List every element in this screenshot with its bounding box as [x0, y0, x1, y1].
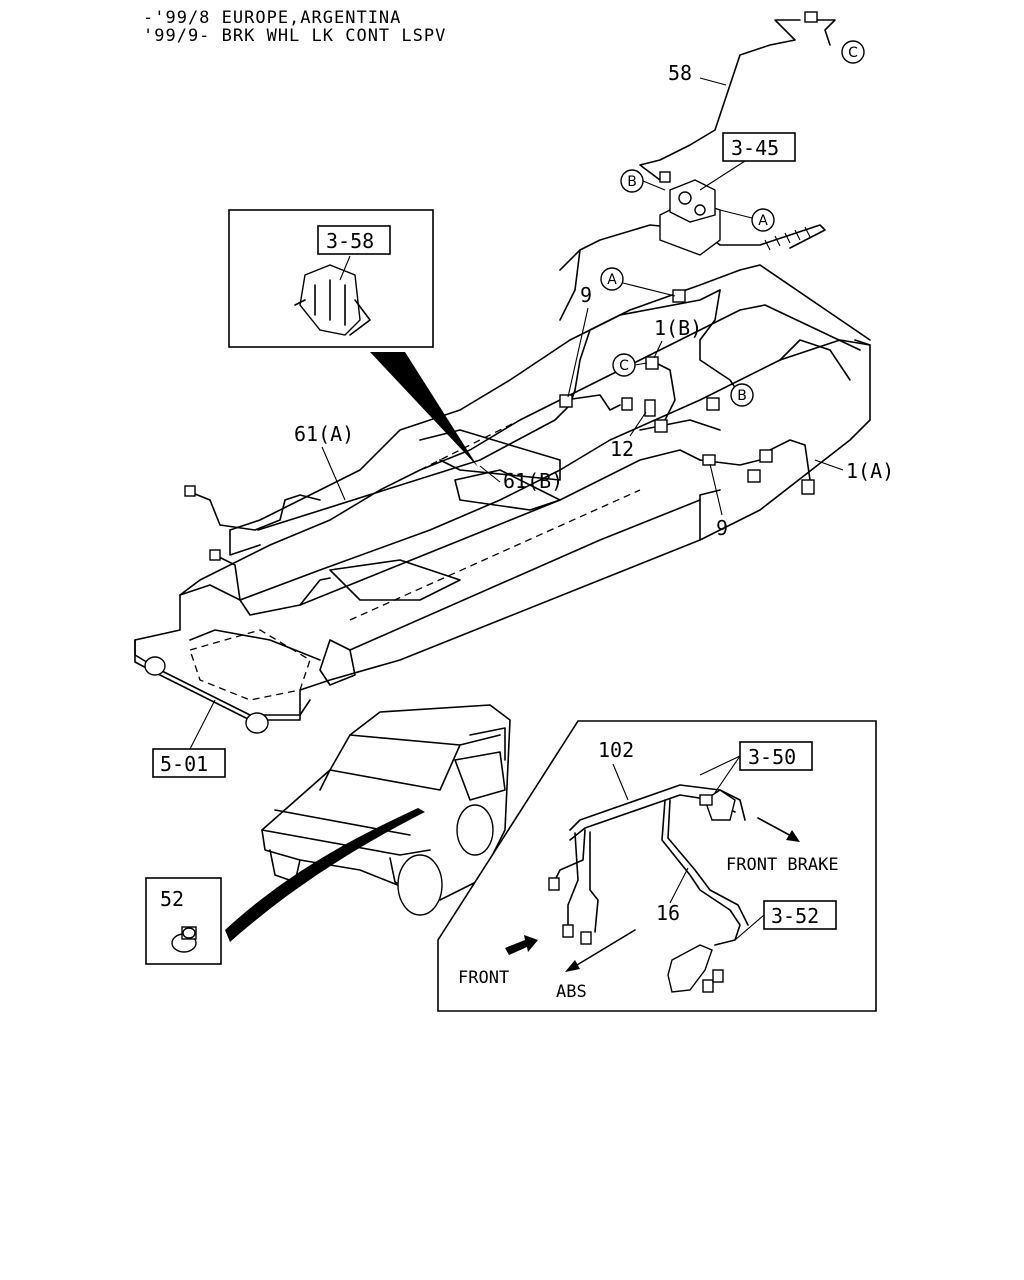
label-1a: 1(A) — [846, 459, 894, 483]
label-52: 52 — [160, 887, 184, 911]
label-1b: 1(B) — [654, 316, 702, 340]
abs-fittings — [548, 794, 724, 993]
inset-pointer — [370, 352, 478, 467]
front-brake-label: FRONT BRAKE — [726, 855, 839, 875]
label-12: 12 — [610, 437, 634, 461]
header-line-1: -'99/8 EUROPE,ARGENTINA — [143, 8, 401, 28]
label-61b: 61(B) — [503, 469, 563, 493]
fittings — [184, 11, 818, 561]
label-16: 16 — [656, 901, 680, 925]
circle-a-mid — [600, 267, 624, 291]
ref-box-5-01 — [152, 748, 226, 778]
label-3-52: 3-52 — [771, 904, 819, 928]
label-58: 58 — [668, 61, 692, 85]
label-3-45: 3-45 — [731, 136, 779, 160]
circle-b-mid — [730, 383, 754, 407]
circle-b-top-label: B — [627, 174, 637, 190]
circle-a-mid-label: A — [607, 272, 617, 288]
vehicle-pointer — [225, 808, 425, 942]
abs-label: ABS — [556, 982, 587, 1002]
label-102: 102 — [598, 738, 634, 762]
ref-box-3-45 — [722, 132, 796, 162]
abs-arrow — [565, 929, 636, 972]
circle-a-right-label: A — [758, 213, 768, 229]
circle-c-top-label: C — [848, 45, 858, 61]
ref-box-3-52 — [763, 900, 837, 930]
circle-c-top — [841, 40, 865, 64]
label-5-01: 5-01 — [160, 752, 208, 776]
ref-box-3-58 — [317, 225, 391, 255]
label-9-bottom: 9 — [716, 516, 728, 540]
label-9-top: 9 — [580, 283, 592, 307]
plug-part — [171, 926, 197, 953]
circle-a-right — [751, 208, 775, 232]
front-arrow — [505, 935, 538, 955]
label-3-50: 3-50 — [748, 745, 796, 769]
label-61a: 61(A) — [294, 422, 354, 446]
lspv-valve — [659, 179, 826, 256]
bracket-part — [294, 264, 371, 336]
circle-c-mid-label: C — [619, 358, 629, 374]
inset-abs — [437, 720, 877, 1012]
header-line-2: '99/9- BRK WHL LK CONT LSPV — [143, 26, 446, 46]
circle-b-mid-label: B — [737, 388, 747, 404]
front-brake-arrow — [757, 817, 800, 842]
label-3-58: 3-58 — [326, 229, 374, 253]
vehicle-illustration — [261, 704, 511, 916]
front-label: FRONT — [458, 968, 509, 988]
